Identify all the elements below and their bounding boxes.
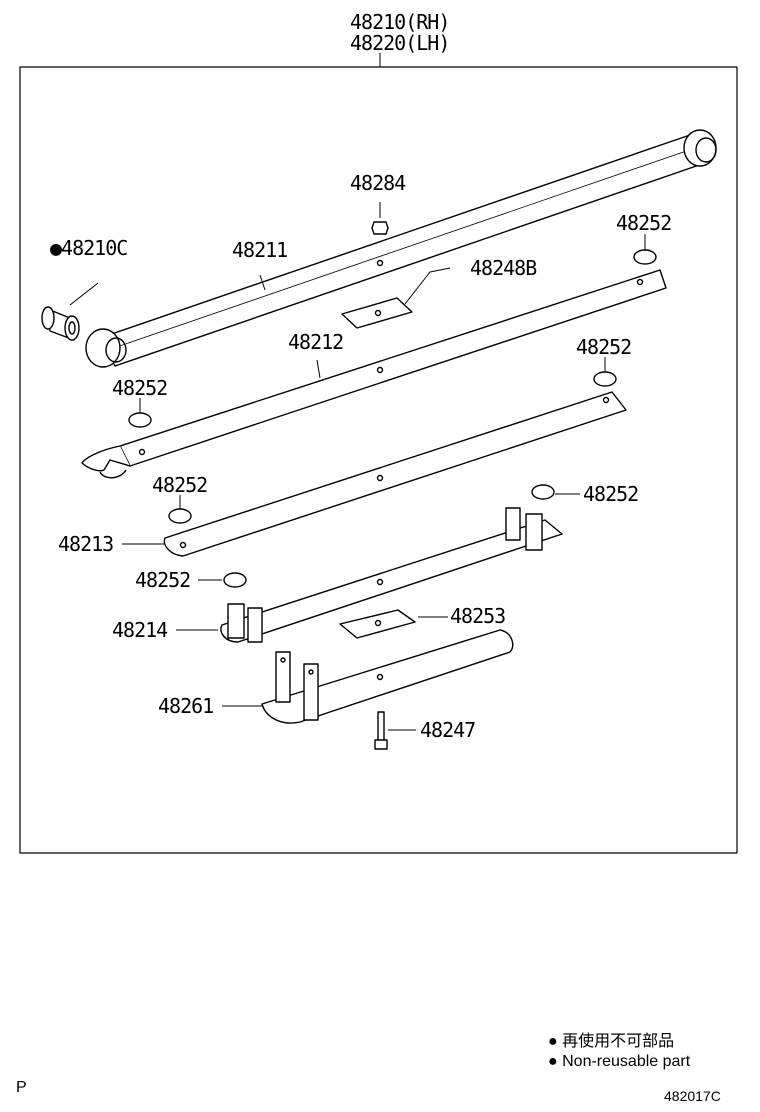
label-48252-f: 48252	[135, 568, 191, 592]
footer-left: P	[16, 1079, 27, 1096]
leaf-48211	[85, 129, 717, 368]
legend-non-reusable: ● Non-reusable part	[548, 1053, 691, 1070]
label-48211: 48211	[232, 238, 288, 262]
label-48252-a: 48252	[616, 211, 672, 235]
label-48247: 48247	[420, 718, 476, 742]
label-48213: 48213	[58, 532, 114, 556]
leaf-48261	[261, 629, 514, 724]
diagram-code: 482017C	[664, 1088, 721, 1104]
label-48261: 48261	[158, 694, 214, 718]
label-48252-b: 48252	[112, 376, 168, 400]
nut-48284	[371, 221, 389, 235]
leaf-48214	[220, 507, 563, 643]
label-48212: 48212	[288, 330, 344, 354]
pad-48252-b	[128, 412, 152, 428]
header-rh: 48210(RH)	[350, 10, 450, 34]
bolt-48247	[374, 711, 388, 750]
label-48214: 48214	[112, 618, 168, 642]
header-lh: 48220(LH)	[350, 31, 450, 55]
bushing-48210C	[41, 306, 80, 341]
label-48252-c: 48252	[576, 335, 632, 359]
label-48284: 48284	[350, 171, 406, 195]
plate-48248B	[341, 297, 413, 329]
leaf-48212	[81, 269, 667, 479]
pad-48252-d	[168, 508, 192, 524]
plate-48253	[339, 609, 416, 639]
pad-48252-c	[593, 371, 617, 387]
label-48252-e: 48252	[583, 482, 639, 506]
legend-japanese: ● 再使用不可部品	[548, 1033, 675, 1050]
label-48210C: ●48210C	[50, 236, 128, 260]
diagram-frame	[19, 66, 738, 854]
label-48252-d: 48252	[152, 473, 208, 497]
pad-48252-e	[531, 484, 555, 500]
label-48253: 48253	[450, 604, 506, 628]
pad-48252-f	[223, 572, 247, 588]
leaf-48213	[163, 391, 627, 557]
pad-48252-a	[633, 249, 657, 265]
label-48248B: 48248B	[470, 256, 537, 280]
